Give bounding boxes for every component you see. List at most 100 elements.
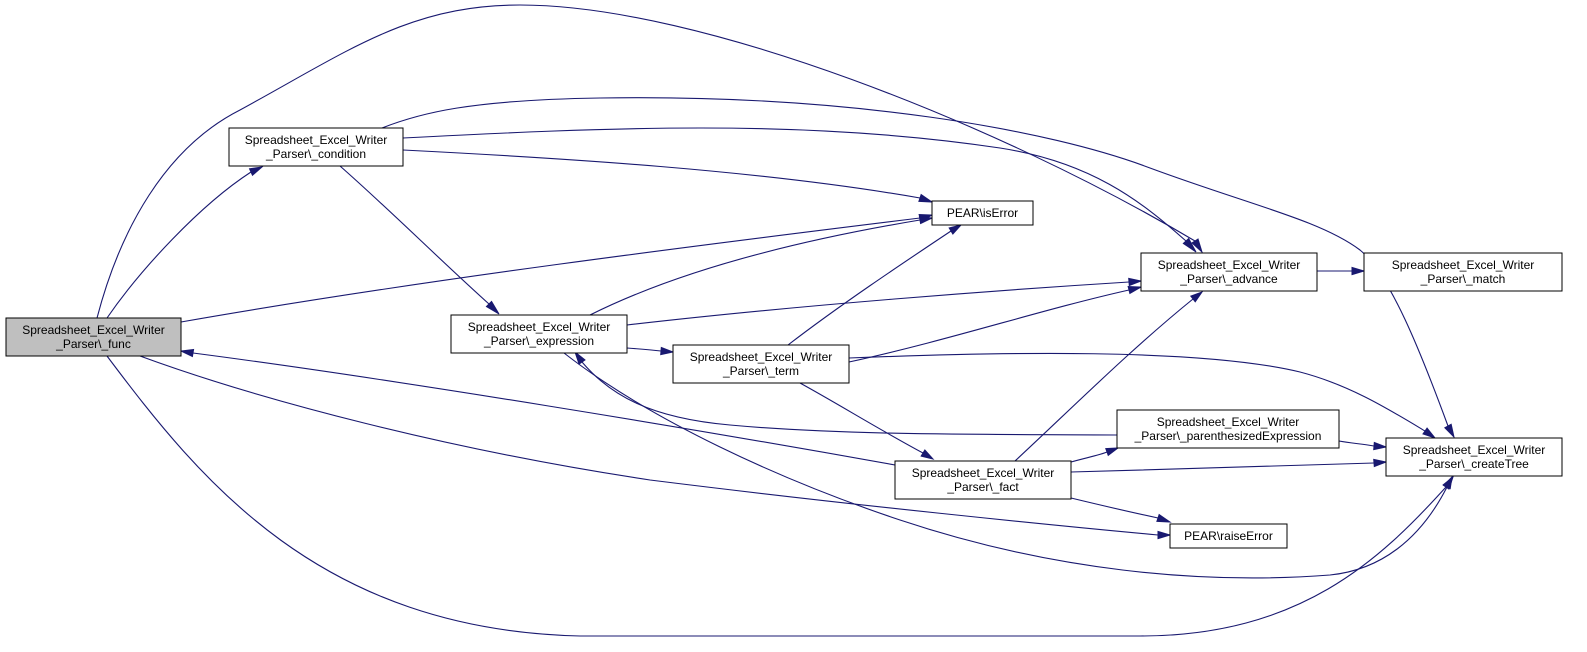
arrowhead-icon — [485, 300, 500, 315]
node-parenthesized[interactable]: Spreadsheet_Excel_Writer_Parser\_parenth… — [1116, 409, 1340, 449]
node-label: Spreadsheet_Excel_Writer — [1403, 443, 1546, 457]
arrowhead-icon — [573, 350, 586, 365]
edge-line — [563, 352, 1448, 579]
edge-line — [139, 355, 1159, 536]
edge-line — [589, 219, 921, 316]
node-label: Spreadsheet_Excel_Writer — [245, 133, 388, 147]
edge-term-to-createTree — [848, 352, 1437, 440]
arrowhead-icon — [1128, 277, 1143, 287]
edge-condition-to-isError — [402, 149, 934, 203]
edge-func-to-condition — [106, 166, 264, 319]
arrowhead-icon — [918, 215, 934, 225]
edge-advance-to-match — [1316, 266, 1366, 276]
node-box[interactable] — [1116, 409, 1340, 449]
node-layer: Spreadsheet_Excel_Writer_Parser\_funcSpr… — [5, 127, 1563, 549]
arrowhead-icon — [1351, 266, 1366, 276]
node-fact[interactable]: Spreadsheet_Excel_Writer_Parser\_fact — [894, 460, 1072, 500]
edge-term-to-isError — [787, 224, 963, 346]
arrowhead-icon — [1373, 458, 1388, 468]
node-box[interactable] — [1169, 523, 1288, 549]
edge-line — [848, 289, 1130, 363]
node-label: _Parser\_term — [722, 364, 799, 378]
edge-line — [402, 127, 1187, 242]
edge-line — [626, 281, 1130, 326]
node-box[interactable] — [1363, 252, 1563, 292]
edge-line — [787, 230, 952, 346]
node-isError[interactable]: PEAR\isError — [931, 200, 1034, 226]
arrowhead-icon — [1373, 441, 1388, 451]
arrowhead-icon — [948, 224, 963, 235]
node-box[interactable] — [228, 127, 404, 167]
node-createTree[interactable]: Spreadsheet_Excel_Writer_Parser\_createT… — [1385, 437, 1563, 477]
node-label: _Parser\_expression — [483, 334, 594, 348]
node-box[interactable] — [5, 317, 182, 357]
edge-expression-to-createTree — [563, 352, 1453, 579]
arrowhead-icon — [248, 166, 264, 177]
arrowhead-icon — [1189, 290, 1204, 303]
arrowhead-icon — [660, 346, 675, 356]
node-label: PEAR\isError — [947, 206, 1018, 220]
node-func[interactable]: Spreadsheet_Excel_Writer_Parser\_func — [5, 317, 182, 357]
edge-func-to-raiseError — [139, 355, 1172, 540]
node-expression[interactable]: Spreadsheet_Excel_Writer_Parser\_express… — [450, 314, 628, 354]
edge-line — [581, 361, 1118, 436]
edge-line — [1070, 497, 1159, 519]
edge-fact-to-parenthesized — [1070, 447, 1120, 463]
node-match[interactable]: Spreadsheet_Excel_Writer_Parser\_match — [1363, 252, 1563, 292]
node-box[interactable] — [450, 314, 628, 354]
node-condition[interactable]: Spreadsheet_Excel_Writer_Parser\_conditi… — [228, 127, 404, 167]
edge-line — [1070, 451, 1108, 463]
node-label: _Parser\_fact — [946, 480, 1019, 494]
edge-func-to-isError — [180, 213, 934, 323]
node-box[interactable] — [1140, 252, 1318, 292]
arrowhead-icon — [1422, 427, 1437, 440]
edge-func-to-advance — [96, 4, 1204, 319]
arrowhead-icon — [918, 193, 934, 203]
edge-line — [402, 149, 921, 199]
edge-term-to-fact — [799, 382, 935, 460]
edge-term-to-advance — [848, 285, 1143, 363]
arrowhead-icon — [1182, 237, 1197, 253]
node-term[interactable]: Spreadsheet_Excel_Writer_Parser\_term — [672, 344, 850, 384]
arrowhead-icon — [1156, 513, 1172, 523]
node-advance[interactable]: Spreadsheet_Excel_Writer_Parser\_advance — [1140, 252, 1318, 292]
arrowhead-icon — [1444, 423, 1455, 439]
node-raiseError[interactable]: PEAR\raiseError — [1169, 523, 1288, 549]
edge-line — [799, 382, 924, 454]
edge-parenthesized-to-createTree — [1338, 440, 1388, 451]
edge-line — [1070, 462, 1375, 473]
arrowhead-icon — [1105, 447, 1120, 457]
arrowhead-icon — [1157, 530, 1172, 540]
node-label: _Parser\_advance — [1179, 272, 1278, 286]
node-box[interactable] — [672, 344, 850, 384]
node-box[interactable] — [931, 200, 1034, 226]
edge-fact-to-func — [179, 348, 896, 466]
node-label: Spreadsheet_Excel_Writer — [1392, 258, 1535, 272]
edge-fact-to-createTree — [1070, 458, 1388, 473]
edge-line — [96, 4, 1196, 319]
node-label: Spreadsheet_Excel_Writer — [912, 466, 1055, 480]
node-label: _Parser\_match — [1420, 272, 1506, 286]
edge-line — [106, 355, 1447, 637]
edge-fact-to-raiseError — [1070, 497, 1172, 523]
arrowhead-icon — [1127, 285, 1143, 295]
edge-line — [180, 217, 921, 323]
edge-line — [339, 165, 490, 305]
edge-parenthesized-to-expression — [573, 350, 1118, 436]
edge-line — [106, 171, 252, 319]
edge-line — [848, 352, 1426, 432]
arrowhead-icon — [920, 449, 935, 460]
node-box[interactable] — [894, 460, 1072, 500]
edge-line — [1338, 440, 1375, 447]
edge-expression-to-advance — [626, 277, 1143, 326]
node-label: _Parser\_parenthesizedExpression — [1134, 429, 1322, 443]
node-label: Spreadsheet_Excel_Writer — [1158, 258, 1301, 272]
edge-line — [626, 347, 662, 352]
edge-fact-to-advance — [1014, 290, 1204, 462]
edge-layer — [96, 4, 1455, 637]
node-label: Spreadsheet_Excel_Writer — [690, 350, 833, 364]
edge-condition-to-expression — [339, 165, 500, 315]
node-box[interactable] — [1385, 437, 1563, 477]
node-label: Spreadsheet_Excel_Writer — [1157, 415, 1300, 429]
